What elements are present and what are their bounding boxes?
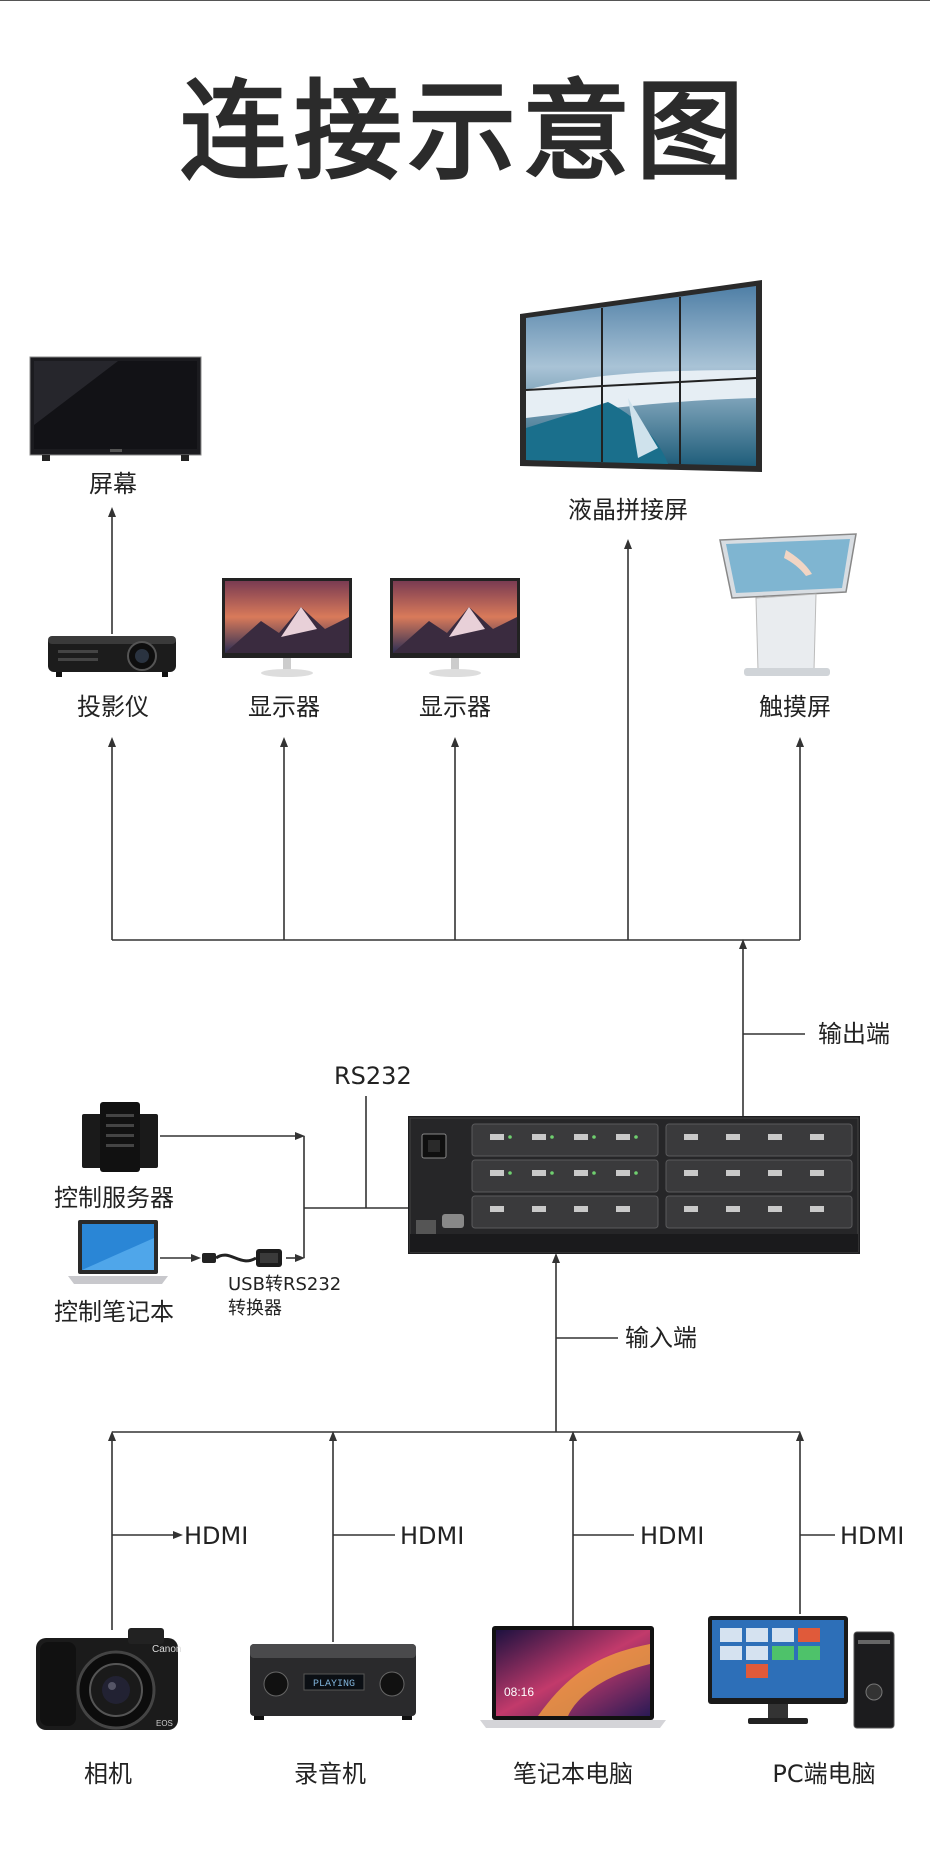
page-title: 连接示意图: [179, 69, 750, 195]
monitor-icon: [390, 578, 520, 677]
notebook-label: 笔记本电脑: [513, 1760, 633, 1788]
touch-kiosk-icon: [719, 533, 857, 676]
matrix-switcher-icon: [408, 1116, 860, 1254]
input-port-label: 输入端: [625, 1324, 697, 1352]
laptop-icon: [68, 1220, 168, 1284]
monitor-1-label: 显示器: [248, 693, 320, 721]
notebook-clock: 08:16: [504, 1685, 534, 1699]
pc-label: PC端电脑: [772, 1760, 876, 1788]
server-icon: [82, 1102, 158, 1172]
projector-icon: [48, 636, 176, 677]
output-port-label: 输出端: [818, 1020, 890, 1048]
hdmi-label: HDMI: [184, 1522, 249, 1550]
hdmi-label: HDMI: [640, 1522, 705, 1550]
monitor-2-label: 显示器: [419, 693, 491, 721]
notebook-icon: 08:16: [480, 1626, 666, 1728]
server-label: 控制服务器: [54, 1184, 174, 1212]
camera-brand: Canon: [152, 1644, 181, 1655]
screen-label: 屏幕: [89, 470, 137, 498]
camera-icon: Canon EOS: [36, 1628, 181, 1730]
recorder-label: 录音机: [294, 1760, 366, 1788]
tv-icon: [29, 356, 202, 461]
touch-screen-label: 触摸屏: [759, 693, 831, 721]
converter-label-line1: USB转RS232: [228, 1274, 342, 1295]
projector-label: 投影仪: [77, 693, 149, 721]
converter-label-line2: 转换器: [228, 1298, 282, 1319]
usb-rs232-cable-icon: [202, 1249, 282, 1267]
hdmi-label: HDMI: [840, 1522, 905, 1550]
camera-model: EOS: [156, 1719, 173, 1728]
video-wall-icon: [520, 280, 762, 472]
video-wall-label: 液晶拼接屏: [568, 496, 688, 524]
recorder-display: PLAYING: [313, 1679, 355, 1690]
pc-icon: [708, 1616, 895, 1729]
top-divider: [0, 0, 930, 1]
camera-label: 相机: [84, 1760, 132, 1788]
recorder-icon: PLAYING: [250, 1644, 416, 1720]
monitor-icon: [222, 578, 352, 677]
control-laptop-label: 控制笔记本: [54, 1298, 174, 1326]
hdmi-label: HDMI: [400, 1522, 465, 1550]
rs232-label: RS232: [334, 1062, 412, 1090]
